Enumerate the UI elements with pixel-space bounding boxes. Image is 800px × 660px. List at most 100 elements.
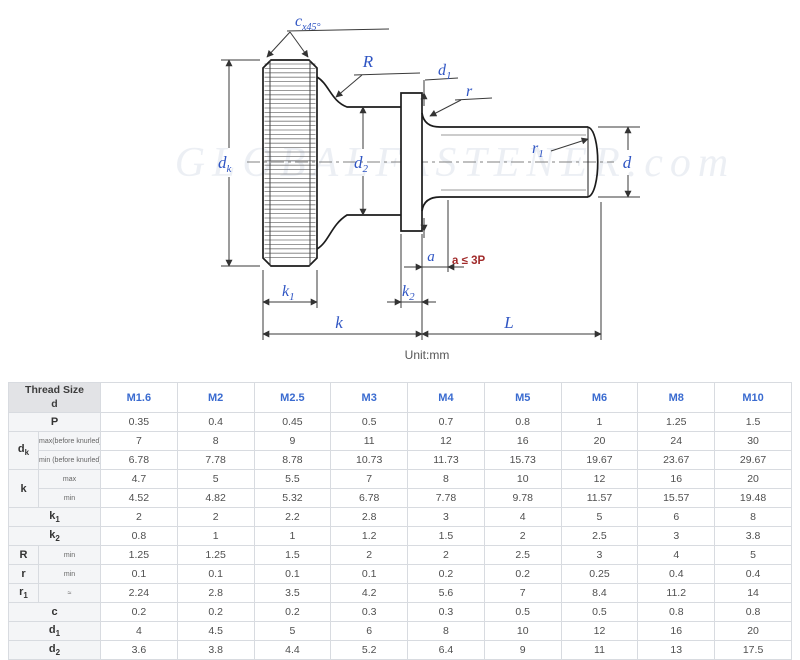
spec-value-cell: 0.1: [330, 564, 409, 584]
spec-value-cell: 3: [407, 507, 485, 527]
label-d1: d1: [438, 62, 452, 82]
spec-value-cell: 14: [714, 583, 792, 603]
spec-value-cell: 0.3: [330, 602, 409, 622]
spec-value-cell: 11: [330, 431, 409, 451]
spec-value-cell: 4.82: [176, 488, 255, 508]
label-L: L: [503, 313, 513, 332]
label-r: r: [466, 83, 473, 100]
spec-value-cell: 11.73: [407, 450, 485, 470]
row-label: P: [8, 412, 101, 432]
spec-value-cell: 5.6: [407, 583, 485, 603]
spec-value-cell: 0.5: [330, 412, 409, 432]
spec-value-cell: 7: [483, 583, 562, 603]
label-k: k: [335, 313, 343, 332]
spec-value-cell: 15.57: [637, 488, 716, 508]
spec-value-cell: 5: [253, 621, 332, 641]
spec-value-cell: 5.32: [253, 488, 332, 508]
spec-value-cell: 2: [176, 507, 255, 527]
spec-value-cell: 0.1: [253, 564, 332, 584]
spec-value-cell: 11: [560, 640, 639, 660]
thread-size-column-header: M3: [330, 382, 409, 413]
row-group-label: r: [8, 564, 39, 584]
spec-value-cell: 0.4: [176, 412, 255, 432]
spec-value-cell: 10: [483, 621, 562, 641]
spec-value-cell: 2.2: [253, 507, 332, 527]
spec-value-cell: 3: [637, 526, 716, 546]
spec-value-cell: 9.78: [483, 488, 562, 508]
spec-value-cell: 0.4: [714, 564, 792, 584]
screw-technical-drawing: GLOBALFASTENER.com: [175, 13, 728, 362]
spec-value-cell: 6: [330, 621, 409, 641]
spec-value-cell: 2: [330, 545, 409, 565]
spec-value-cell: 1.25: [637, 412, 716, 432]
spec-value-cell: 0.5: [483, 602, 562, 622]
spec-value-cell: 8: [407, 621, 485, 641]
row-sublabel: ≈: [38, 583, 101, 603]
label-d2: d2: [354, 153, 369, 175]
spec-value-cell: 4: [100, 621, 178, 641]
knurled-head: [262, 59, 318, 267]
row-sublabel: max(before knurled): [38, 431, 101, 451]
spec-value-cell: 1: [560, 412, 639, 432]
spec-value-cell: 9: [483, 640, 562, 660]
spec-value-cell: 2.5: [560, 526, 639, 546]
spec-value-cell: 24: [637, 431, 716, 451]
spec-value-cell: 20: [560, 431, 639, 451]
spec-value-cell: 19.67: [560, 450, 639, 470]
spec-value-cell: 1.5: [407, 526, 485, 546]
spec-value-cell: 4.7: [100, 469, 178, 489]
spec-value-cell: 9: [253, 431, 332, 451]
spec-value-cell: 2.24: [100, 583, 178, 603]
spec-value-cell: 0.2: [253, 602, 332, 622]
spec-value-cell: 7: [100, 431, 178, 451]
spec-value-cell: 4.5: [176, 621, 255, 641]
label-dk: dk: [218, 153, 233, 175]
spec-value-cell: 0.4: [637, 564, 716, 584]
spec-value-cell: 5: [176, 469, 255, 489]
spec-value-cell: 6.4: [407, 640, 485, 660]
spec-value-cell: 0.2: [483, 564, 562, 584]
spec-value-cell: 4.4: [253, 640, 332, 660]
row-label: k2: [8, 526, 101, 546]
spec-value-cell: 12: [560, 469, 639, 489]
spec-value-cell: 4.52: [100, 488, 178, 508]
spec-value-cell: 5: [714, 545, 792, 565]
spec-value-cell: 0.8: [714, 602, 792, 622]
spec-value-cell: 2: [483, 526, 562, 546]
spec-value-cell: 16: [637, 469, 716, 489]
spec-value-cell: 5.5: [253, 469, 332, 489]
label-a-max-note: a ≤ 3P: [452, 255, 485, 267]
unit-label: Unit:mm: [405, 348, 450, 362]
spec-value-cell: 11.2: [637, 583, 716, 603]
label-a: a: [427, 249, 435, 265]
spec-value-cell: 23.67: [637, 450, 716, 470]
spec-value-cell: 2: [100, 507, 178, 527]
threaded-shaft: [421, 112, 599, 212]
spec-value-cell: 2: [407, 545, 485, 565]
spec-value-cell: 0.45: [253, 412, 332, 432]
spec-value-cell: 29.67: [714, 450, 792, 470]
spec-value-cell: 3: [560, 545, 639, 565]
spec-value-cell: 7.78: [176, 450, 255, 470]
row-group-label: R: [8, 545, 39, 565]
spec-value-cell: 0.8: [100, 526, 178, 546]
spec-value-cell: 3.8: [176, 640, 255, 660]
row-sublabel: min: [38, 488, 101, 508]
row-label: k1: [8, 507, 101, 527]
spec-value-cell: 4: [637, 545, 716, 565]
